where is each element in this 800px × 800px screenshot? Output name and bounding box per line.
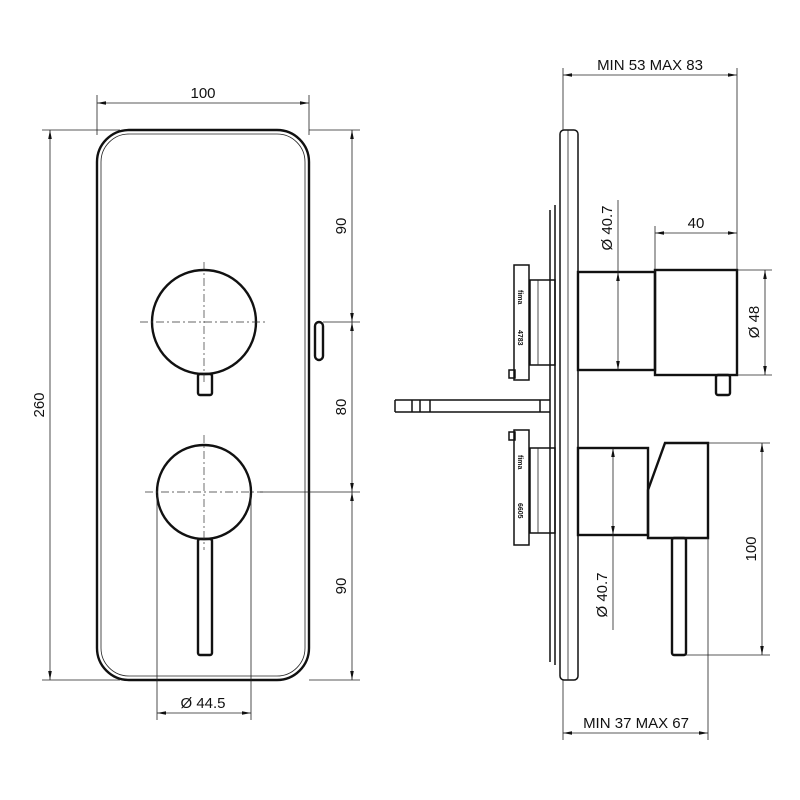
dim-upper-pipe-diameter-label: Ø 40.7: [599, 205, 616, 250]
svg-text:fima: fima: [516, 290, 523, 305]
front-view: 100 260 90 80 90 Ø 44.5: [31, 85, 360, 720]
side-view: fima 4783 fima 6605 MIN 53 MAX 83 40 Ø 4…: [394, 57, 772, 740]
dim-spacing-label: 80: [333, 399, 350, 416]
cover-plate-inner-edge: [100, 133, 306, 677]
dim-upper-body-diameter-label: Ø 48: [746, 306, 763, 339]
dim-width-label: 100: [190, 85, 215, 102]
lower-knob-lever: [196, 537, 214, 657]
wall-body: [549, 205, 556, 665]
svg-text:4783: 4783: [516, 330, 523, 346]
lower-handle: [646, 441, 710, 540]
svg-text:6605: 6605: [516, 503, 523, 519]
diverter-slot: [313, 320, 325, 362]
cover-plate: [95, 128, 311, 682]
dim-depth-lower-label: MIN 37 MAX 67: [583, 715, 689, 732]
diverter-rod: [394, 399, 550, 413]
lower-lever: [670, 536, 688, 657]
upper-pin: [714, 373, 732, 397]
dim-height-label: 260: [31, 392, 48, 417]
dim-lower-offset-label: 90: [333, 578, 350, 595]
upper-body: [653, 268, 739, 377]
dim-depth-upper-label: MIN 53 MAX 83: [597, 57, 703, 74]
dim-upper-body-length-label: 40: [688, 215, 705, 232]
dim-upper-offset-label: 90: [333, 218, 350, 235]
lower-cartridge: [513, 429, 530, 546]
upper-pipe: [576, 270, 657, 372]
upper-knob-lever: [196, 372, 214, 397]
dim-lever-length-label: 100: [743, 536, 760, 561]
dim-knob-diameter-label: Ø 44.5: [180, 695, 225, 712]
center-lines: [140, 262, 268, 550]
side-plate: [559, 129, 579, 681]
dim-lower-pipe-diameter-label: Ø 40.7: [594, 572, 611, 617]
upper-cartridge: [513, 264, 530, 381]
svg-text:fima: fima: [516, 455, 523, 470]
